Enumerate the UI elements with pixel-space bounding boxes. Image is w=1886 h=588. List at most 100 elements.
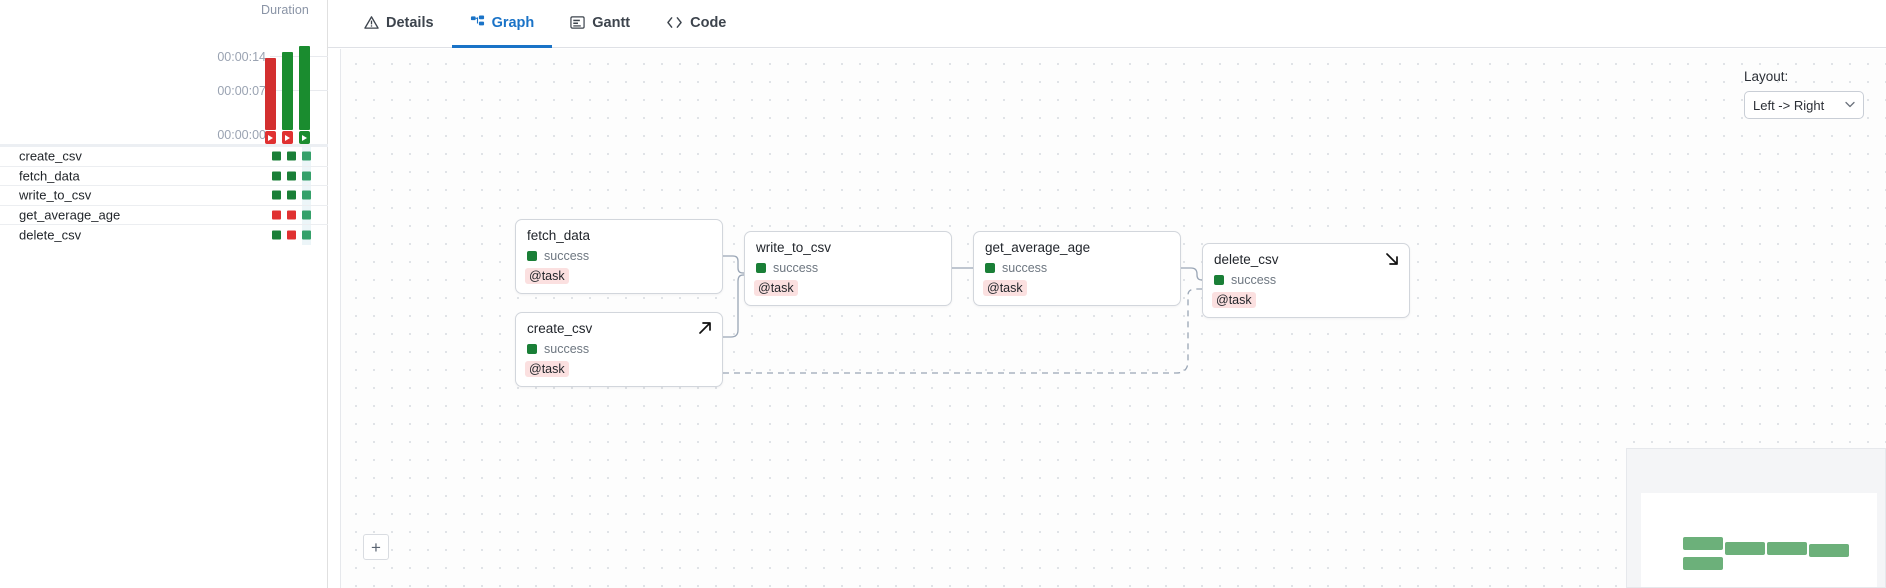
duration-bar-1[interactable] [265,44,276,144]
graph-panel: Details Graph [328,0,1886,588]
status-square[interactable] [272,171,281,181]
node-state-label: success [773,261,819,275]
status-square [527,344,537,354]
task-row-status-squares [272,190,311,200]
arrow-up-right-icon[interactable] [697,320,713,336]
node-state: success [1214,273,1276,287]
status-square[interactable] [287,171,296,181]
duration-mini-chart: 00:00:14 00:00:07 00:00:00 [0,22,328,144]
tab-graph[interactable]: Graph [451,0,553,48]
zoom-in-button[interactable]: + [363,534,389,560]
node-tag: @task [983,280,1027,296]
graph-node-delete-csv[interactable]: delete_csv success @task [1202,243,1410,318]
task-row-status-squares [272,151,311,161]
code-brackets-icon [666,15,683,30]
task-row-label: fetch_data [19,168,80,184]
status-square [985,263,995,273]
tab-bar: Details Graph [328,0,1886,48]
layout-control: Layout: Left -> Right [1744,69,1864,119]
node-tag: @task [754,280,798,296]
node-state: success [527,342,589,356]
node-state-label: success [544,249,590,263]
tab-label: Graph [491,14,535,31]
node-title: create_csv [527,321,593,336]
task-row[interactable]: create_csv [0,147,328,167]
duration-bar-2[interactable] [282,44,293,144]
layout-select[interactable]: Left -> Right [1744,91,1864,119]
status-square [527,251,537,261]
task-row[interactable]: fetch_data [0,167,328,187]
node-state-label: success [544,342,590,356]
graph-canvas[interactable]: fetch_data success @task create_csv succ… [340,49,1886,588]
node-state-label: success [1231,273,1277,287]
task-row-label: create_csv [19,148,82,164]
graph-node-fetch-data[interactable]: fetch_data success @task [515,219,723,294]
graph-node-get-average-age[interactable]: get_average_age success @task [973,231,1181,306]
gantt-chart-icon [570,15,585,30]
tab-label: Details [386,14,434,31]
node-tag: @task [525,268,569,284]
minimap-node [1809,544,1849,557]
play-icon[interactable] [265,131,276,144]
duration-panel: Duration 00:00:14 00:00:07 00:00:00 [0,0,328,588]
task-row[interactable]: get_average_age [0,206,328,226]
tab-code[interactable]: Code [648,0,744,48]
node-state-label: success [1002,261,1048,275]
task-rows: create_csv fetch_data [0,144,328,245]
tab-details[interactable]: Details [346,0,452,48]
status-square[interactable] [272,230,281,240]
rows-divider [0,144,328,147]
status-square[interactable] [287,151,296,161]
task-row-label: delete_csv [19,227,82,243]
axis-tick-14: 00:00:14 [217,50,266,64]
status-square[interactable] [302,151,311,161]
minimap-node [1683,557,1723,570]
node-tag: @task [525,361,569,377]
status-square[interactable] [302,190,311,200]
axis-tick-07: 00:00:07 [217,84,266,98]
status-square[interactable] [272,190,281,200]
node-title: write_to_csv [756,240,832,255]
arrow-down-right-icon[interactable] [1384,251,1400,267]
warning-triangle-icon [364,15,379,30]
status-square[interactable] [287,210,296,220]
duration-header: Duration [260,3,309,17]
duration-bar-3[interactable] [299,44,310,144]
node-state: success [985,261,1047,275]
tab-gantt[interactable]: Gantt [552,0,648,48]
task-row-status-squares [272,171,311,181]
status-square[interactable] [272,210,281,220]
status-square[interactable] [302,171,311,181]
graph-node-create-csv[interactable]: create_csv success @task [515,312,723,387]
status-square[interactable] [287,230,296,240]
status-square[interactable] [287,190,296,200]
task-row[interactable]: write_to_csv [0,186,328,206]
task-row-label: get_average_age [19,207,121,223]
minimap-node [1767,542,1807,555]
graph-nodes-icon [470,15,485,30]
status-square[interactable] [272,151,281,161]
node-state: success [756,261,818,275]
node-title: fetch_data [527,228,591,243]
node-title: get_average_age [985,240,1091,255]
axis-tick-00: 00:00:00 [217,128,266,142]
task-row-label: write_to_csv [19,187,92,203]
status-square[interactable] [302,230,311,240]
tab-label: Gantt [592,14,631,31]
bar-segment-red [265,58,276,130]
play-icon[interactable] [282,131,293,144]
status-square [756,263,766,273]
play-icon[interactable] [299,131,310,144]
graph-minimap[interactable] [1626,448,1886,588]
node-state: success [527,249,589,263]
bar-segment-green [299,46,310,130]
status-square[interactable] [302,210,311,220]
node-tag: @task [1212,292,1256,308]
minimap-node [1683,537,1723,550]
task-row-status-squares [272,230,311,240]
graph-node-write-to-csv[interactable]: write_to_csv success @task [744,231,952,306]
layout-select-value: Left -> Right [1753,97,1825,113]
layout-label: Layout: [1744,69,1789,84]
task-row[interactable]: delete_csv [0,225,328,245]
